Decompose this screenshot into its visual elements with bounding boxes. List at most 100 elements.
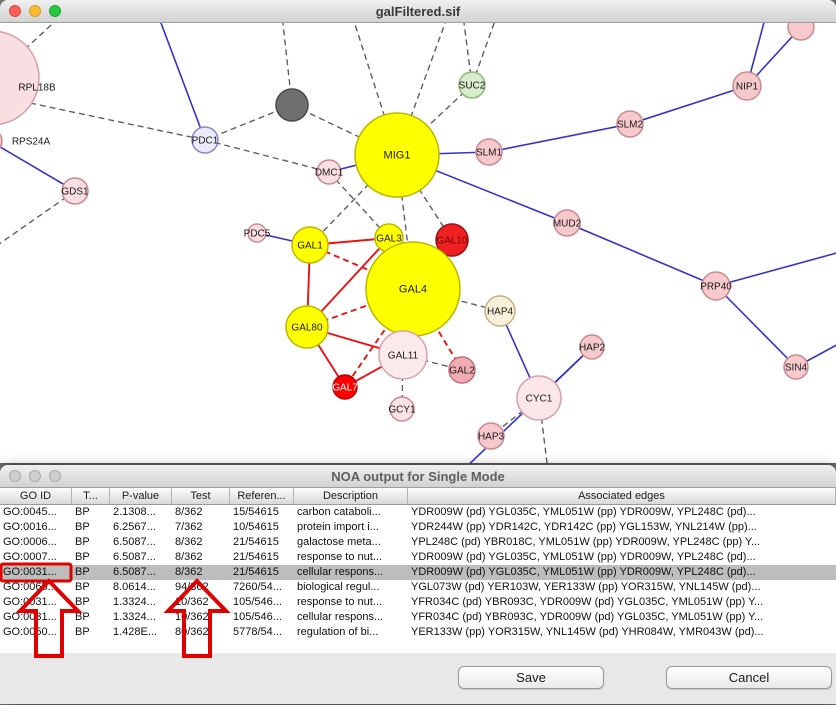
- node-label-gal7: GAL7: [332, 383, 358, 394]
- cell-type: BP: [75, 581, 90, 593]
- save-button[interactable]: Save: [458, 666, 604, 689]
- node-unnamed-dark[interactable]: [275, 88, 309, 122]
- node-label-slm2: SLM2: [617, 120, 644, 131]
- node-hap3[interactable]: [477, 422, 505, 450]
- cell-edges: YDR009W (pd) YGL035C, YML051W (pp) YDR00…: [411, 566, 756, 578]
- edge-blue: [715, 252, 836, 287]
- cell-go-id: GO:0016...: [3, 521, 57, 533]
- node-gal11[interactable]: [378, 330, 428, 380]
- noa-window-title: NOA output for Single Mode: [331, 468, 505, 484]
- cell-test: 8/362: [175, 551, 203, 563]
- edge-gray: [396, 154, 453, 241]
- network-graph[interactable]: RPL18BRPS24AGDS1PDC1DMC1MIG1SUC2SLM1SLM2…: [0, 23, 836, 463]
- cell-p-value: 6.2567...: [113, 521, 156, 533]
- minimize-icon[interactable]: [29, 470, 41, 482]
- edge-blue: [566, 222, 717, 287]
- node-gcy1[interactable]: [389, 396, 415, 422]
- cell-reference: 105/546...: [233, 596, 282, 608]
- column-header[interactable]: Referen...: [230, 488, 294, 504]
- node-gal1[interactable]: [291, 226, 329, 264]
- column-header[interactable]: Description: [294, 488, 408, 504]
- cell-description: response to nut...: [297, 551, 382, 563]
- node-label-gal4: GAL4: [399, 284, 427, 296]
- traffic-lights-inactive: [9, 470, 61, 482]
- column-header[interactable]: T...: [72, 488, 110, 504]
- node-gal2[interactable]: [448, 356, 476, 384]
- zoom-icon[interactable]: [49, 470, 61, 482]
- node-label-gal1: GAL1: [297, 241, 323, 252]
- cell-edges: YDR244W (pp) YDR142C, YDR142C (pp) YGL15…: [411, 521, 757, 533]
- node-gal7[interactable]: [332, 374, 358, 400]
- cell-go-id: GO:0065...: [3, 581, 57, 593]
- cell-type: BP: [75, 626, 90, 638]
- column-header[interactable]: Associated edges: [408, 488, 836, 504]
- node-pdc5[interactable]: [247, 223, 267, 243]
- node-label-rpl18b: RPL18B: [18, 83, 56, 94]
- node-gal80[interactable]: [285, 305, 329, 349]
- node-hap2[interactable]: [579, 334, 605, 360]
- cell-edges: YFR034C (pd) YBR093C, YDR009W (pd) YGL03…: [411, 611, 764, 623]
- noa-window-titlebar[interactable]: NOA output for Single Mode: [0, 465, 836, 488]
- edge-gray: [328, 171, 390, 239]
- node-label-cyc1: CYC1: [526, 394, 553, 405]
- cell-reference: 10/54615: [233, 521, 279, 533]
- cell-description: regulation of bi...: [297, 626, 379, 638]
- cell-type: BP: [75, 551, 90, 563]
- cell-test: 10/362: [175, 596, 209, 608]
- node-label-dmc1: DMC1: [315, 168, 344, 179]
- cell-description: carbon cataboli...: [297, 506, 381, 518]
- cell-type: BP: [75, 566, 90, 578]
- node-label-gal10: GAL10: [436, 236, 468, 247]
- cell-description: response to nut...: [297, 596, 382, 608]
- node-slm1[interactable]: [475, 138, 503, 166]
- close-icon[interactable]: [9, 5, 21, 17]
- node-label-hap4: HAP4: [487, 307, 514, 318]
- zoom-icon[interactable]: [49, 5, 61, 17]
- node-nip1[interactable]: [732, 71, 762, 101]
- node-mud2[interactable]: [553, 209, 581, 237]
- cell-type: BP: [75, 611, 90, 623]
- node-label-slm1: SLM1: [476, 148, 503, 159]
- node-dmc1[interactable]: [316, 159, 342, 185]
- node-gds1[interactable]: [61, 177, 89, 205]
- node-rps24a[interactable]: [0, 129, 3, 153]
- node-slm2[interactable]: [616, 110, 644, 138]
- cell-reference: 7260/54...: [233, 581, 282, 593]
- cell-test: 80/362: [175, 626, 209, 638]
- cell-test: 10/362: [175, 611, 209, 623]
- node-label-hap2: HAP2: [579, 343, 606, 354]
- node-sin4[interactable]: [783, 354, 809, 380]
- column-header[interactable]: GO ID: [0, 488, 72, 504]
- node-mig1[interactable]: [354, 112, 440, 198]
- node-rpl18b[interactable]: [0, 30, 40, 126]
- minimize-icon[interactable]: [29, 5, 41, 17]
- button-bar: Save Cancel: [0, 653, 836, 705]
- node-prp40[interactable]: [701, 271, 731, 301]
- close-icon[interactable]: [9, 470, 21, 482]
- cell-edges: YFR034C (pd) YBR093C, YDR009W (pd) YGL03…: [411, 596, 764, 608]
- column-header[interactable]: Test: [172, 488, 230, 504]
- node-hap4[interactable]: [484, 295, 516, 327]
- node-corner-node[interactable]: [787, 23, 815, 41]
- node-pdc1[interactable]: [191, 126, 219, 154]
- node-label-gal11: GAL11: [388, 351, 419, 362]
- column-header[interactable]: P-value: [110, 488, 172, 504]
- edge-blue: [488, 123, 631, 153]
- node-suc2[interactable]: [458, 71, 486, 99]
- edge-blue: [0, 145, 76, 192]
- node-gal10[interactable]: [435, 223, 469, 257]
- node-cyc1[interactable]: [516, 375, 562, 421]
- network-window-titlebar[interactable]: galFiltered.sif: [0, 0, 836, 23]
- cancel-button[interactable]: Cancel: [666, 666, 832, 689]
